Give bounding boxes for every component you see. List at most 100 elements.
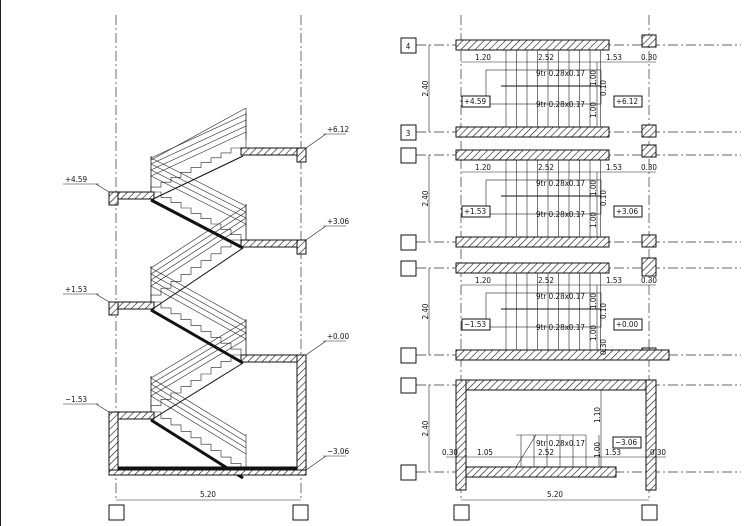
dim-label: 0.30 <box>641 276 657 285</box>
level-label: −3.06 <box>615 438 637 447</box>
railing-line <box>150 175 247 225</box>
flight-label: 9tr 0.28x0.17 <box>536 323 585 332</box>
axis-marker-box <box>453 504 470 521</box>
dim-label: 2.52 <box>538 53 554 62</box>
vdim-label: 1.00 <box>589 325 598 341</box>
top-railing <box>150 107 247 161</box>
wall-right <box>645 379 657 491</box>
column <box>641 257 657 277</box>
axis-label: 4 <box>406 42 411 51</box>
level-label: +6.12 <box>616 97 638 106</box>
railing-line <box>150 326 247 385</box>
stair-plans: 4 3 2.40 1.20 2.52 1.53 0.30 9tr 0.28x0.17 9tr 0… <box>400 15 741 521</box>
axis-marker-box <box>400 234 417 251</box>
vdim-label: 1.00 <box>589 70 598 86</box>
railing-line <box>150 205 247 269</box>
landing-beam <box>296 239 307 255</box>
level-label: +1.53 <box>65 285 87 294</box>
level-box <box>613 95 643 108</box>
wall-bottom <box>455 126 610 138</box>
vdim-label: 1.00 <box>589 293 598 309</box>
dim-label: 2.52 <box>538 448 554 457</box>
stair-steps <box>151 191 242 240</box>
span-label: 5.20 <box>547 490 563 499</box>
railing-line <box>150 131 247 177</box>
dim-label: 1.53 <box>606 53 622 62</box>
flight-slab <box>150 308 244 365</box>
column <box>641 144 657 158</box>
column <box>641 34 657 48</box>
wall-left <box>455 379 467 491</box>
height-label: 2.40 <box>421 420 430 436</box>
break-line <box>515 434 537 468</box>
stair-steps <box>151 411 242 470</box>
level-box <box>461 205 491 218</box>
axis-label: 3 <box>406 129 411 138</box>
level-leader <box>305 340 327 356</box>
dim-label: 0.30 <box>641 53 657 62</box>
height-label: 2.40 <box>421 80 430 96</box>
railing-line <box>150 389 247 449</box>
level-leader <box>305 225 327 241</box>
dim-label: 1.20 <box>475 163 491 172</box>
level-box <box>612 436 642 449</box>
level-box <box>613 318 643 331</box>
railing-line <box>150 332 247 391</box>
stair-section: +6.12+4.59+3.06+1.53+0.00−1.53−3.065.20 <box>63 15 349 521</box>
axis-marker-box <box>108 504 125 521</box>
level-label: +6.12 <box>327 125 349 134</box>
vdim-label: 0.10 <box>599 190 608 206</box>
railing-line <box>150 113 247 159</box>
landing-slab <box>240 239 307 248</box>
dim-label: 0.30 <box>650 448 666 457</box>
railing-line <box>150 320 247 379</box>
vdim-label: 1.10 <box>593 407 602 423</box>
level-label: −3.06 <box>327 447 349 456</box>
level-label: −1.53 <box>65 395 87 404</box>
level-box <box>461 318 491 331</box>
wall-top <box>455 262 610 274</box>
wall-top <box>455 39 610 51</box>
vdim-label: 0.10 <box>599 80 608 96</box>
railing-line <box>150 273 247 328</box>
railing-line <box>150 395 247 455</box>
vdim-label: 1.00 <box>589 212 598 228</box>
railing-line <box>150 285 247 340</box>
basement-wall-right <box>296 354 307 476</box>
level-leader <box>95 293 110 303</box>
wall-bottom-extended <box>455 349 670 361</box>
level-label: +0.00 <box>616 320 638 329</box>
flight-label: 9tr 0.28x0.17 <box>536 69 585 78</box>
stair-steps <box>151 301 242 355</box>
column <box>641 124 657 138</box>
vdim-label: 1.00 <box>593 442 602 458</box>
level-leader <box>305 133 327 149</box>
level-label: +4.59 <box>65 175 87 184</box>
dim-label: 1.53 <box>605 448 621 457</box>
stair-steps <box>150 239 241 302</box>
landing-beam <box>296 147 307 163</box>
level-label: −1.53 <box>464 320 486 329</box>
height-label: 2.40 <box>421 190 430 206</box>
axis-marker-box <box>400 260 417 277</box>
flight-label: 9tr 0.28x0.17 <box>536 292 585 301</box>
railing-line <box>150 169 247 219</box>
vdim-label: 0.10 <box>599 303 608 319</box>
wall-bottom <box>465 466 617 478</box>
landing-outline <box>485 69 602 105</box>
railing-line <box>150 125 247 171</box>
height-label: 2.40 <box>421 303 430 319</box>
level-box <box>613 205 643 218</box>
level-label: +3.06 <box>616 207 638 216</box>
dim-label: 0.30 <box>442 448 458 457</box>
stair-steps <box>150 354 241 412</box>
wall-bottom <box>455 236 610 248</box>
basement-floor <box>108 469 307 476</box>
level-label: +3.06 <box>327 217 349 226</box>
landing-slab <box>240 354 307 363</box>
